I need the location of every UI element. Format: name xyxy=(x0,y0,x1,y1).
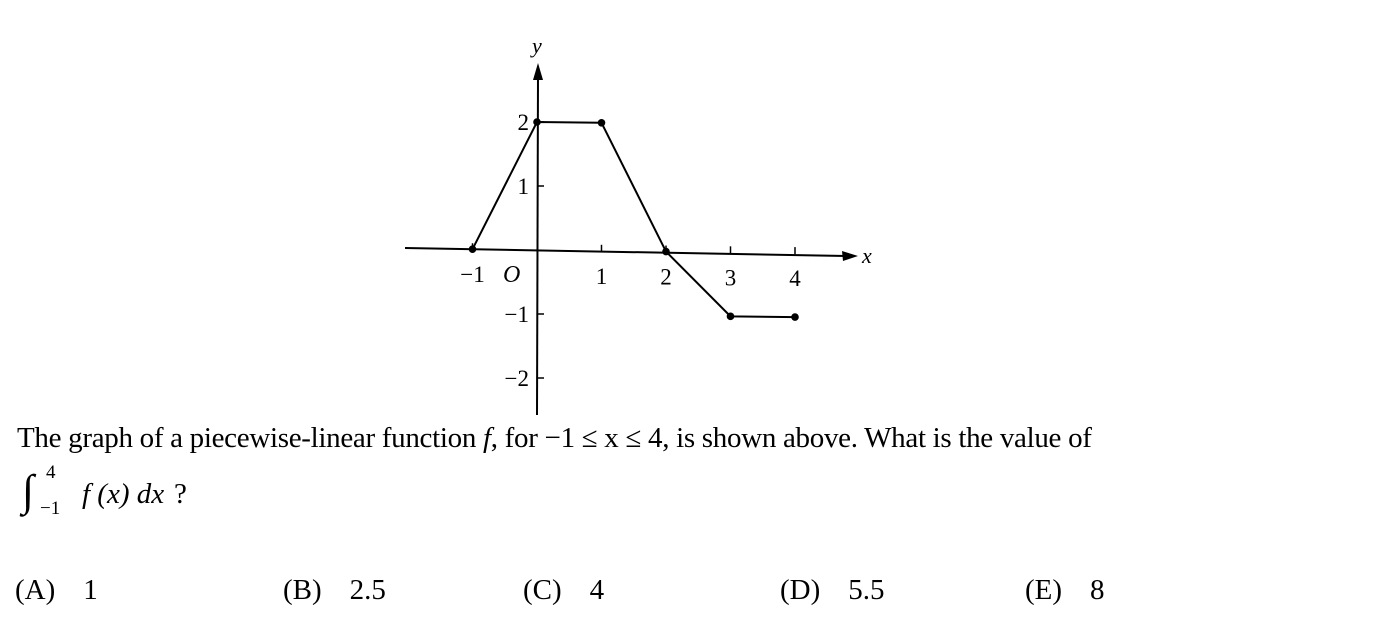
choice-letter: (E) xyxy=(1025,574,1063,606)
choice-letter: (A) xyxy=(15,574,56,606)
question-intro: The graph of a piecewise-linear function xyxy=(17,422,483,454)
x-tick-label: −1 xyxy=(460,262,484,287)
choice-b[interactable]: (B) 2.5 xyxy=(283,574,386,607)
choice-value: 4 xyxy=(589,574,605,606)
y-tick-label: 1 xyxy=(518,174,530,199)
y-axis-arrow-icon xyxy=(533,63,543,80)
choice-letter: (B) xyxy=(283,574,322,606)
choice-value: 2.5 xyxy=(349,574,386,606)
question-inequality: −1 ≤ x ≤ 4 xyxy=(544,422,663,454)
data-point xyxy=(533,118,541,126)
choice-c[interactable]: (C) 4 xyxy=(523,574,604,607)
y-axis-label: y xyxy=(530,33,542,58)
integral-lower-limit: −1 xyxy=(40,498,61,519)
origin-label: O xyxy=(503,262,520,288)
x-axis-label: x xyxy=(861,243,872,268)
data-point xyxy=(662,247,670,256)
integral-sign: ∫ xyxy=(22,466,35,515)
x-tick-label: 4 xyxy=(789,266,801,291)
choice-a[interactable]: (A) 1 xyxy=(15,574,98,607)
function-name: f xyxy=(483,422,491,454)
x-axis-line xyxy=(404,247,847,257)
data-point xyxy=(726,312,735,321)
data-point xyxy=(791,313,799,321)
choice-d[interactable]: (D) 5.5 xyxy=(780,574,885,607)
x-tick-label: 3 xyxy=(725,265,737,290)
choice-letter: (C) xyxy=(523,574,562,606)
question-for: , for xyxy=(490,422,545,454)
question-text: The graph of a piecewise-linear function… xyxy=(17,420,1092,456)
data-point xyxy=(468,245,477,254)
integral-upper-limit: 4 xyxy=(46,462,56,483)
function-line xyxy=(471,120,796,319)
y-tick-label: 2 xyxy=(518,110,530,135)
x-tick-label: 2 xyxy=(660,265,672,290)
y-axis xyxy=(533,63,543,416)
choice-value: 8 xyxy=(1090,574,1105,606)
x-axis xyxy=(404,247,858,261)
x-axis-arrow-icon xyxy=(842,251,858,261)
y-tick-label: −2 xyxy=(505,366,529,391)
choice-letter: (D) xyxy=(780,574,821,606)
axis-tick-labels: −1 1 2 3 4 2 1 −1 −2 xyxy=(460,110,801,391)
choice-e[interactable]: (E) 8 xyxy=(1025,574,1105,607)
x-tick-label: 1 xyxy=(596,264,608,289)
integrand: f (x) dx xyxy=(82,478,165,510)
choice-value: 5.5 xyxy=(848,574,885,606)
choice-value: 1 xyxy=(83,574,98,606)
y-tick-label: −1 xyxy=(505,302,529,327)
series-layer xyxy=(468,118,799,321)
data-point xyxy=(597,118,606,127)
y-axis-line xyxy=(536,75,539,416)
question-mark: ? xyxy=(174,478,187,510)
question-outro: , is shown above. What is the value of xyxy=(662,422,1092,454)
